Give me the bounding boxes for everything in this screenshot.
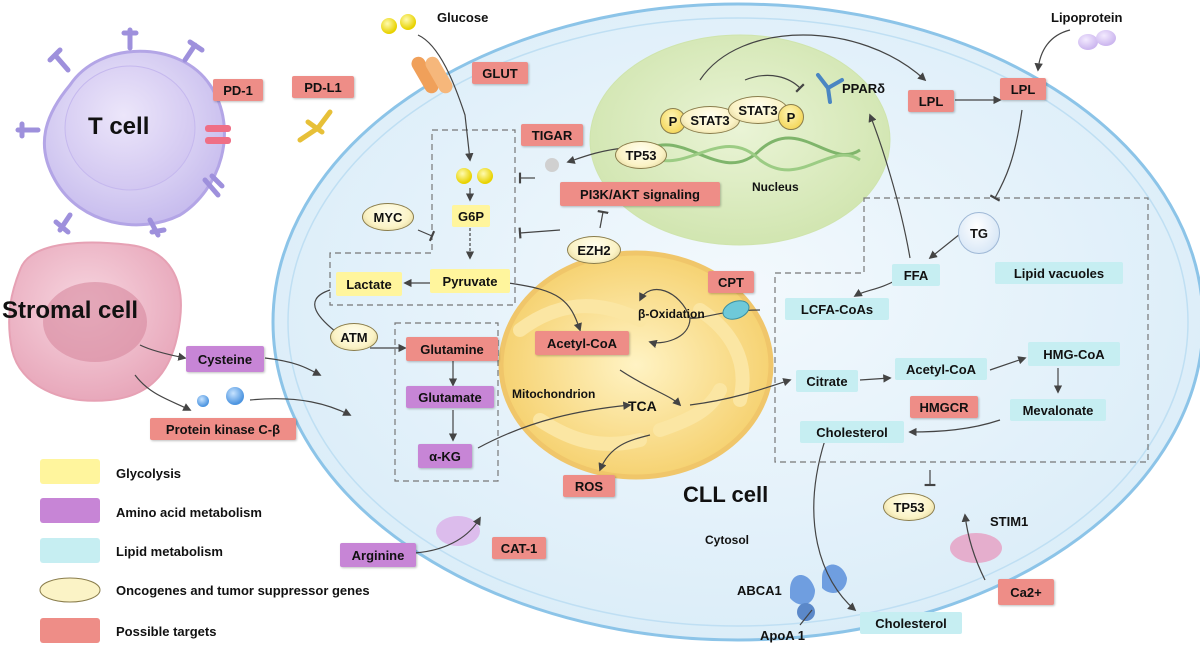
beta-oxidation-label: β-Oxidation <box>638 307 705 321</box>
atm-gene: ATM <box>330 323 378 351</box>
tp53-lipid-gene: TP53 <box>883 493 935 521</box>
myc-gene: MYC <box>362 203 414 231</box>
arginine-node: Arginine <box>340 543 416 567</box>
glut-target: GLUT <box>472 62 528 84</box>
legend-swatch-glycolysis <box>40 459 100 484</box>
tca-label: TCA <box>628 398 657 414</box>
pdl1-receptor <box>297 109 333 143</box>
legend-swatch-lipid <box>40 538 100 563</box>
apoa1-label: ApoA 1 <box>760 628 806 643</box>
lipoprotein-label: Lipoprotein <box>1051 10 1123 25</box>
glutamate-node: Glutamate <box>406 386 494 408</box>
hmg-coa-node: HMG-CoA <box>1028 342 1120 366</box>
cat1-transporter <box>436 516 480 546</box>
stim1-channel <box>950 533 1002 563</box>
t-cell-graphic <box>15 27 231 238</box>
abca1-transporter <box>790 564 847 621</box>
cholesterol-inner-node: Cholesterol <box>800 421 904 443</box>
lactate-node: Lactate <box>336 272 402 296</box>
lcfa-coas-node: LCFA-CoAs <box>785 298 889 320</box>
glucose-label: Glucose <box>437 10 489 25</box>
lpl-target-2: LPL <box>1000 78 1046 100</box>
citrate-node: Citrate <box>796 370 858 392</box>
t-cell-label: T cell <box>88 113 150 140</box>
abca1-label: ABCA1 <box>737 583 782 598</box>
pyruvate-node: Pyruvate <box>430 269 510 293</box>
cpt-target: CPT <box>708 271 754 293</box>
pdl1-target: PD-L1 <box>292 76 354 98</box>
legend-targets: Possible targets <box>116 624 217 639</box>
pd1-target: PD-1 <box>213 79 263 101</box>
glycolysis-dashed-box <box>329 129 516 306</box>
cll-cell-label: CLL cell <box>683 482 769 507</box>
ppard-receptor <box>816 73 844 104</box>
pi3k-akt-target: PI3K/AKT signaling <box>560 182 720 206</box>
cat1-target: CAT-1 <box>492 537 546 559</box>
mitochondrion-label: Mitochondrion <box>512 387 596 401</box>
g6p-node: G6P <box>452 205 490 227</box>
legend-amino: Amino acid metabolism <box>116 505 262 520</box>
legend-swatch-amino <box>40 498 100 523</box>
legend-lipid: Lipid metabolism <box>116 544 223 559</box>
akg-node: α-KG <box>418 444 472 468</box>
legend-swatch-oncogenes <box>39 577 101 603</box>
tigar-target: TIGAR <box>521 124 583 146</box>
cytosol-label: Cytosol <box>705 533 750 547</box>
glutamine-target: Glutamine <box>406 337 498 361</box>
amino-acid-dashed-box <box>394 322 499 482</box>
ffa-node: FFA <box>892 264 940 286</box>
glut-transporter <box>411 56 453 94</box>
cholesterol-outer-node: Cholesterol <box>860 612 962 634</box>
tp53-nucleus-gene: TP53 <box>615 141 667 169</box>
dna-helix <box>639 136 861 165</box>
phospho-p-1: P <box>660 108 686 134</box>
legend-glycolysis: Glycolysis <box>116 466 182 481</box>
lipid-dashed-box <box>774 197 1149 463</box>
ros-target: ROS <box>563 475 615 497</box>
protein-kinase-target: Protein kinase C-β <box>150 418 296 440</box>
stat3-b: STAT3 <box>728 96 788 124</box>
hmgcr-target: HMGCR <box>910 396 978 418</box>
phospho-p-2: P <box>778 104 804 130</box>
mevalonate-node: Mevalonate <box>1010 399 1106 421</box>
acetyl-coa-mito-node: Acetyl-CoA <box>535 331 629 355</box>
tg-droplet: TG <box>958 212 1000 254</box>
ppard-label: PPARδ <box>842 81 886 96</box>
cysteine-node: Cysteine <box>186 346 264 372</box>
ca2-target: Ca2+ <box>998 579 1054 605</box>
stromal-cell-label: Stromal cell <box>2 297 139 324</box>
legend-swatches <box>39 459 101 643</box>
lipid-vacuoles-node: Lipid vacuoles <box>995 262 1123 284</box>
ezh2-gene: EZH2 <box>567 236 621 264</box>
cll-cell-inner <box>287 17 1189 627</box>
stat3-a: STAT3 <box>680 106 740 134</box>
stromal-cell-graphic <box>8 241 182 402</box>
lpl-target-1: LPL <box>908 90 954 112</box>
nucleus-label: Nucleus <box>752 180 799 194</box>
nucleus <box>589 34 891 246</box>
legend-oncogenes: Oncogenes and tumor suppressor genes <box>116 583 370 598</box>
acetyl-coa-lipid-node: Acetyl-CoA <box>895 358 987 380</box>
stim1-label: STIM1 <box>990 514 1029 529</box>
legend-swatch-targets <box>40 618 100 643</box>
